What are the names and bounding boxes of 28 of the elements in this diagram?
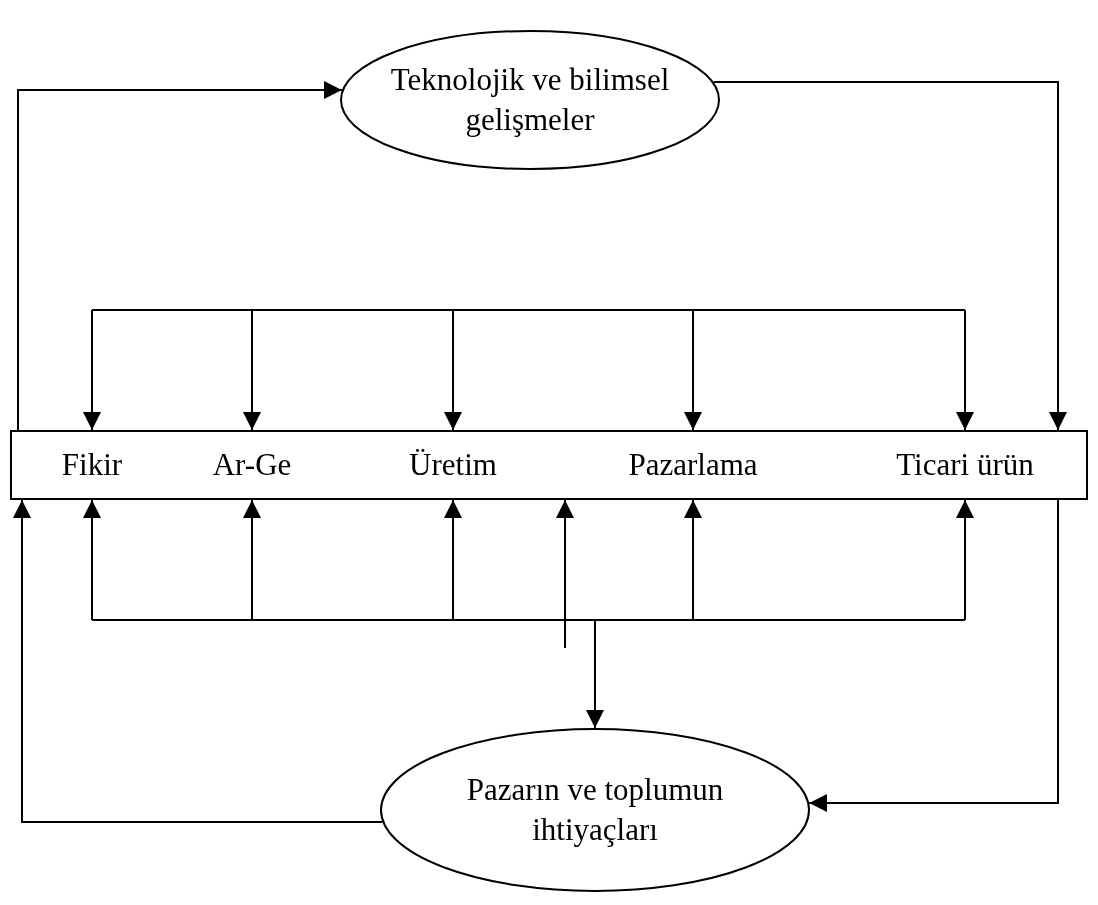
arrow: [83, 309, 101, 431]
arrow: [243, 309, 261, 431]
arrow: [712, 81, 1067, 431]
arrow: [243, 499, 261, 621]
arrow: [956, 309, 974, 431]
stage-label: Üretim: [383, 430, 523, 500]
bus-line: [91, 619, 966, 621]
stage-band: [10, 430, 1088, 500]
arrow: [808, 499, 1059, 812]
arrow: [444, 309, 462, 431]
arrow: [17, 81, 343, 431]
arrow: [684, 499, 702, 621]
ellipse-node: [340, 30, 720, 170]
bus-line: [91, 309, 966, 311]
arrow: [556, 499, 574, 649]
stage-label: Pazarlama: [603, 430, 783, 500]
node-label: Teknolojik ve bilimsel gelişmeler: [389, 60, 671, 139]
stage-label: Ticari ürün: [875, 430, 1055, 500]
arrow: [13, 499, 384, 823]
arrow: [83, 499, 101, 621]
arrow: [684, 309, 702, 431]
ellipse-node: [380, 728, 810, 892]
stage-label: Ar-Ge: [187, 430, 317, 500]
arrow: [956, 499, 974, 621]
stage-label: Fikir: [32, 430, 152, 500]
node-label: Pazarın ve toplumun ihtiyaçları: [465, 770, 725, 849]
arrow: [444, 499, 462, 621]
arrow: [586, 619, 604, 729]
